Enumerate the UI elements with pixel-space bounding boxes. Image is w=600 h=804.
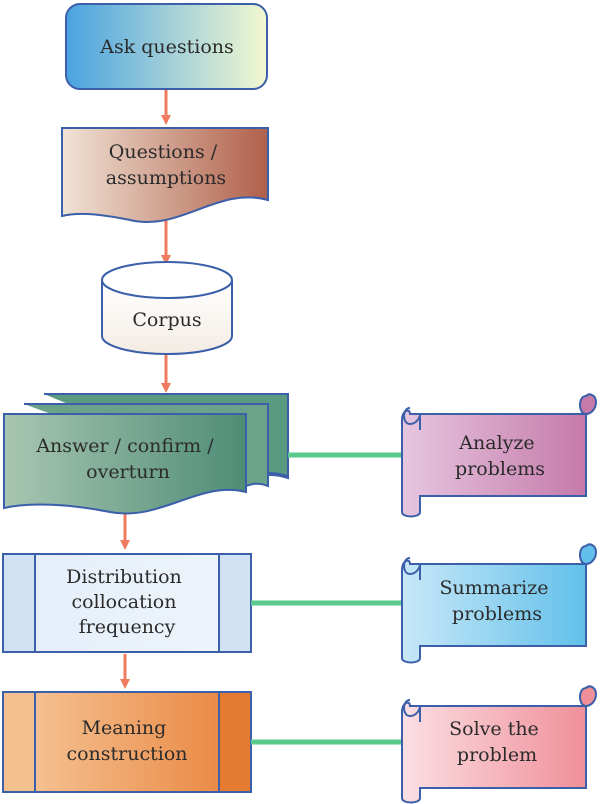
meaning-label-2: construction: [66, 743, 187, 765]
node-summarize-problems: Summarize problems: [401, 543, 598, 664]
node-ask-questions: Ask questions: [65, 3, 268, 90]
summarize-label-2: problems: [452, 603, 542, 625]
answer-label-1: Answer / confirm /: [35, 435, 214, 457]
analyze-label-1: Analyze: [458, 432, 534, 454]
connectors: [251, 452, 402, 745]
summarize-label-1: Summarize: [439, 577, 548, 599]
distribution-label-1: Distribution: [66, 566, 182, 588]
svg-text:Analyze problems: Analyze problems: [455, 432, 545, 480]
svg-text:Meaning construction: Meaning construction: [66, 717, 187, 765]
svg-text:Corpus: Corpus: [132, 309, 201, 331]
solve-label-1: Solve the: [449, 718, 539, 740]
solve-label-2: problem: [457, 744, 537, 766]
node-meaning-construction: Meaning construction: [2, 691, 252, 793]
flow-arrows: [120, 88, 171, 689]
answer-label-2: overturn: [86, 461, 170, 483]
meaning-label-1: Meaning: [82, 717, 167, 739]
svg-text:Summarize problems: Summarize problems: [439, 577, 554, 625]
distribution-label-3: frequency: [79, 616, 176, 638]
questions-label-2: assumptions: [106, 167, 226, 189]
node-analyze-problems: Analyze problems: [401, 393, 598, 518]
corpus-label: Corpus: [132, 309, 201, 331]
node-answer-confirm-overturn: Answer / confirm / overturn: [3, 393, 289, 515]
svg-text:Solve the problem: Solve the problem: [449, 718, 545, 766]
analyze-label-2: problems: [455, 458, 545, 480]
questions-label-1: Questions /: [109, 141, 218, 163]
svg-text:Distribution collocation: Distribution collocation frequency: [66, 566, 188, 638]
svg-text:Ask questions: Ask questions: [99, 36, 234, 58]
node-distribution: Distribution collocation frequency: [2, 553, 252, 653]
node-solve-the-problem: Solve the problem: [401, 685, 598, 804]
svg-text:Questions / assumptions: Questions / assumptions: [106, 141, 226, 189]
ask-label-1: Ask questions: [99, 36, 234, 58]
svg-text:Answer / confirm / overt: Answer / confirm / overturn: [35, 435, 219, 483]
node-corpus: Corpus: [101, 261, 233, 355]
node-questions-assumptions: Questions / assumptions: [61, 127, 269, 223]
distribution-label-2: collocation: [71, 591, 176, 613]
